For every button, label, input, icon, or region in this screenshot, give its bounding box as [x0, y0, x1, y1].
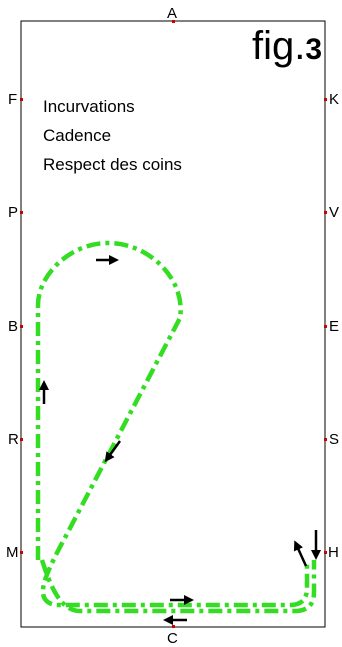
- marker-e: [324, 325, 327, 328]
- arrow-up-diagonal-right: [293, 540, 308, 567]
- note-item: Cadence: [43, 126, 112, 145]
- note-item: Incurvations: [43, 97, 135, 116]
- letter-k: K: [329, 91, 340, 108]
- figure-number: 3: [305, 33, 323, 66]
- note-item: Respect des coins: [43, 155, 182, 174]
- arrow-down-diagonal: [104, 440, 122, 463]
- track-outer: [35, 240, 310, 608]
- letter-r: R: [8, 431, 19, 448]
- marker-s: [324, 438, 327, 441]
- letter-s: S: [329, 431, 340, 448]
- marker-h: [324, 551, 327, 554]
- letter-e: E: [329, 318, 340, 335]
- letter-p: P: [8, 204, 19, 221]
- notes-list: Incurvations Cadence Respect des coins: [43, 92, 182, 179]
- marker-v: [324, 211, 327, 214]
- marker-m: [20, 551, 23, 554]
- letter-markers: [20, 20, 327, 628]
- marker-k: [324, 98, 327, 101]
- figure-label: fig.3: [252, 26, 322, 70]
- letter-b: B: [8, 318, 19, 335]
- letter-f: F: [8, 91, 18, 108]
- marker-p: [20, 211, 23, 214]
- track-inner: [39, 559, 317, 614]
- letter-a: A: [167, 5, 178, 22]
- marker-c: [172, 625, 175, 628]
- letter-c: C: [167, 630, 178, 647]
- letter-h: H: [328, 544, 339, 561]
- marker-r: [20, 438, 23, 441]
- letter-m: M: [6, 544, 19, 561]
- letter-v: V: [329, 204, 340, 221]
- direction-arrows: [39, 255, 321, 625]
- marker-f: [20, 98, 23, 101]
- track-lines: [35, 240, 317, 614]
- figure-prefix: fig.: [252, 24, 306, 68]
- marker-a: [172, 20, 175, 23]
- marker-b: [20, 325, 23, 328]
